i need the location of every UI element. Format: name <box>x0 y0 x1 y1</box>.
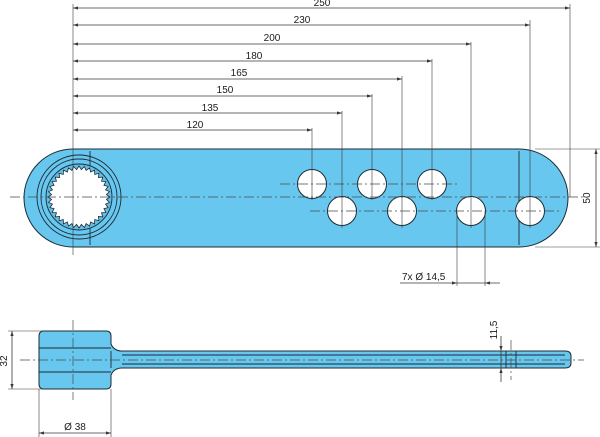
arrow-start-0 <box>73 6 78 10</box>
dim-label-dia: Ø 38 <box>64 422 86 433</box>
arrow-start-2 <box>73 42 78 46</box>
dim-label-200: 200 <box>264 33 281 44</box>
arrow-width-top <box>594 149 598 154</box>
dim-label-width: 50 <box>582 192 593 204</box>
arrow-start-7 <box>73 128 78 132</box>
dim-label-thick: 32 <box>0 355 10 367</box>
arrow-start-6 <box>73 111 78 115</box>
arrow-arm-top <box>499 346 503 351</box>
arrow-arm-bottom <box>499 368 503 373</box>
arrow-thick-top <box>10 331 14 336</box>
arrow-hole-right <box>485 281 490 285</box>
dim-label-150: 150 <box>217 85 234 96</box>
dim-label-165: 165 <box>231 68 248 79</box>
top-view: 250 230 200 180 165 150 135 120 50 7x Ø … <box>10 0 600 286</box>
dim-label-135: 135 <box>202 103 219 114</box>
dim-label-230: 230 <box>294 15 311 26</box>
dim-label-120: 120 <box>187 120 204 131</box>
dimension-arrows <box>10 6 598 435</box>
arrow-end-5 <box>367 94 372 98</box>
arrow-hole-left <box>452 281 457 285</box>
arrow-start-3 <box>73 59 78 63</box>
arrow-start-4 <box>73 77 78 81</box>
arrow-end-3 <box>427 59 432 63</box>
arrow-start-1 <box>73 23 78 27</box>
arrow-end-1 <box>525 23 530 27</box>
arrow-start-5 <box>73 94 78 98</box>
arrow-end-7 <box>307 128 312 132</box>
arrow-end-2 <box>466 42 471 46</box>
arrow-thick-bottom <box>10 384 14 389</box>
arrow-end-0 <box>565 6 570 10</box>
dim-label-180: 180 <box>246 51 263 62</box>
side-hub-body <box>38 330 572 390</box>
arrow-end-4 <box>397 77 402 81</box>
arrow-width-bottom <box>594 242 598 247</box>
dim-label-hole: 7x Ø 14,5 <box>402 272 446 283</box>
dim-label-250: 250 <box>314 0 331 9</box>
arrow-dia-right <box>106 431 111 435</box>
arrow-end-6 <box>337 111 342 115</box>
dim-label-arm: 11,5 <box>489 320 500 339</box>
arrow-dia-left <box>39 431 44 435</box>
side-view: 32 11,5 Ø 38 <box>0 320 584 437</box>
